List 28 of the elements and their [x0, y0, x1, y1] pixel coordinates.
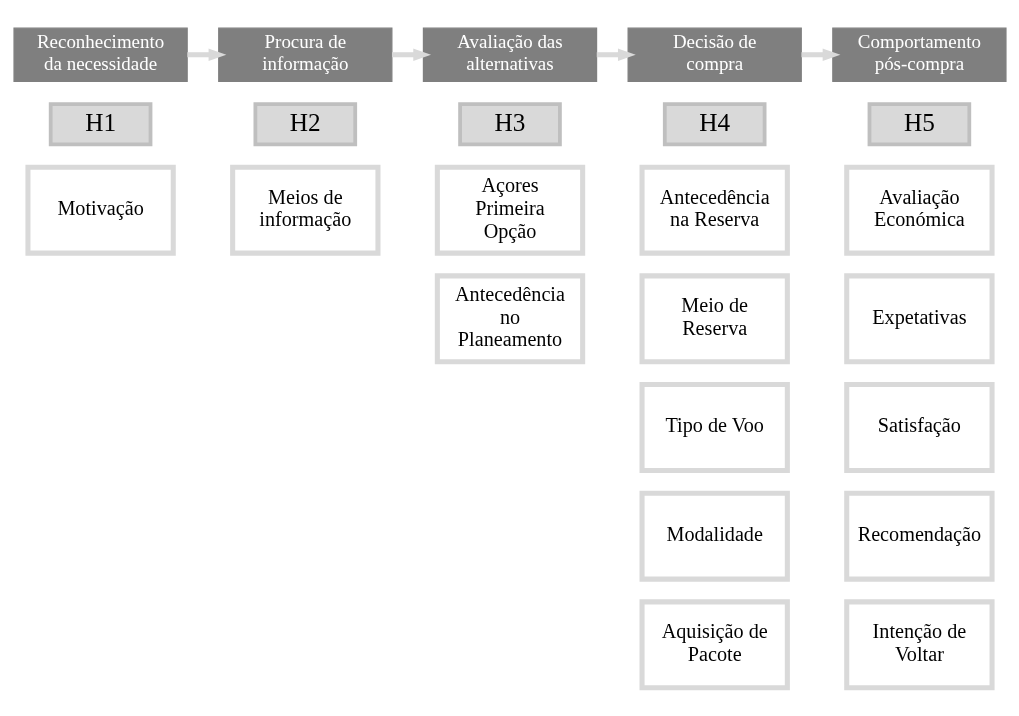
node-box: Comportamento pós-compra	[831, 27, 1007, 82]
arrow	[596, 48, 636, 61]
node-box: Recomendação	[843, 490, 995, 582]
node-box: Procura de informação	[217, 27, 392, 82]
node-box: Tipo de Voo	[639, 382, 790, 473]
node-box: Meio de Reserva	[639, 273, 790, 365]
node-box: H1	[48, 102, 152, 147]
node-box: Decisão de compra	[627, 27, 802, 82]
arrow	[186, 48, 226, 61]
node-box: Antecedência no Planeamento	[434, 273, 585, 365]
node-box: Reconhecimento da necessidade	[12, 27, 188, 82]
node-box: Açores Primeira Opção	[434, 164, 585, 256]
node-box: Satisfação	[843, 382, 995, 473]
node-box: Avaliação das alternativas	[422, 27, 597, 82]
node-box: H3	[457, 102, 562, 147]
node-box: Intenção de Voltar	[843, 599, 995, 691]
node-box: Motivação	[24, 164, 176, 256]
node-box: Meios de informação	[229, 164, 380, 256]
node-box: Expetativas	[843, 273, 995, 365]
arrow	[800, 48, 840, 61]
node-box: H4	[662, 102, 766, 147]
arrow	[391, 48, 431, 61]
node-box: H5	[867, 102, 971, 147]
node-box: H2	[253, 102, 357, 147]
node-box: Modalidade	[639, 490, 790, 582]
node-box: Avaliação Económica	[843, 164, 995, 256]
node-box: Aquisição de Pacote	[639, 599, 790, 691]
node-box: Antecedência na Reserva	[639, 164, 790, 256]
